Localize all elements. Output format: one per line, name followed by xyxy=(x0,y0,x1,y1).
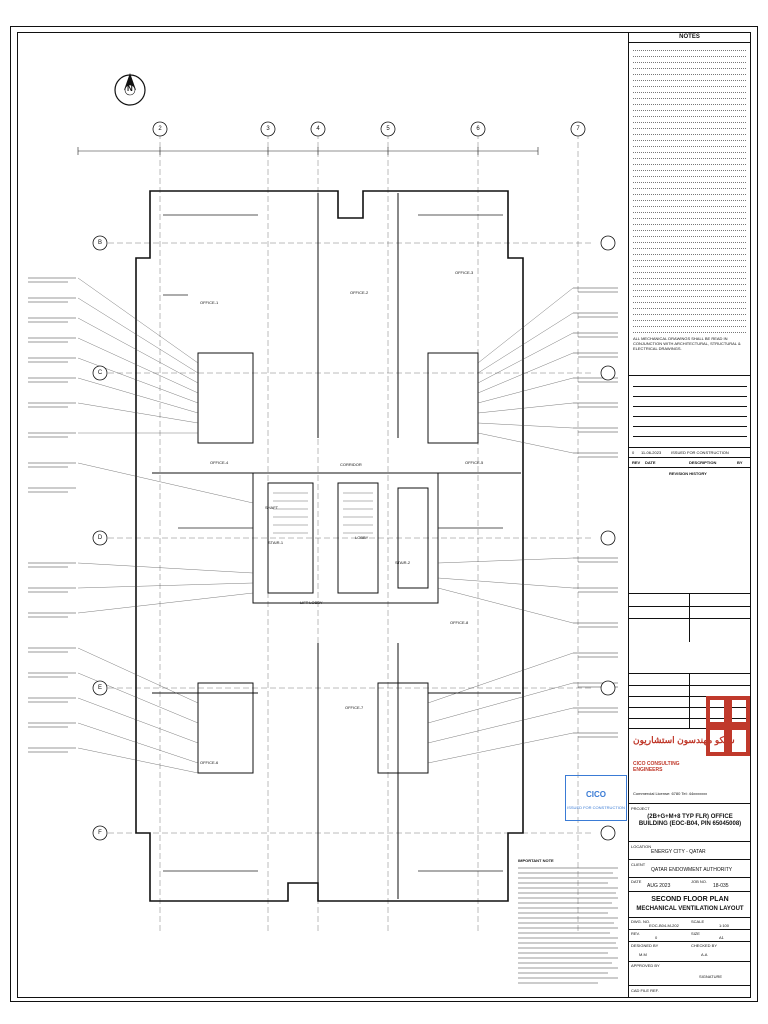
consultant-name: CICO CONSULTING ENGINEERS xyxy=(633,761,680,773)
room-label: OFFICE-7 xyxy=(345,705,364,710)
important-note-title: IMPORTANT NOTE xyxy=(518,858,554,863)
date-row: DATE AUG 2023 JOB NO. 18-035 xyxy=(629,877,751,891)
drawing-scale: 1:100 xyxy=(719,923,730,928)
gridline-label: 2 xyxy=(158,126,162,132)
consultant-logo-icon xyxy=(706,696,750,756)
gridline-label: 4 xyxy=(316,126,320,132)
consultant-name-arabic: سيكو مهندسون استشاريون xyxy=(633,735,735,745)
rev-size-row: REV. 0 SIZE A1 xyxy=(629,929,751,941)
gridline-label: E xyxy=(97,685,102,691)
revision-table xyxy=(629,375,751,447)
approved-by: SIGNATURE xyxy=(699,974,723,979)
room-label: SHAFT xyxy=(265,505,279,510)
drawing-rev: 0 xyxy=(655,935,658,940)
room-label: LOBBY xyxy=(355,535,369,540)
dwg-no-row: DWG. NO. EOC-B04-M-202 SCALE 1:100 xyxy=(629,917,751,929)
project-title: (2B+G+M+8 TYP FLR) OFFICE BUILDING (EOC-… xyxy=(638,814,742,827)
drawing-title-line2: MECHANICAL VENTILATION LAYOUT xyxy=(636,906,744,912)
title-block: NOTES ALL MECHANICAL DRAWINGS SHALL BE R… xyxy=(628,33,751,997)
revision-header: REV DATE DESCRIPTION BY xyxy=(629,457,751,467)
gridline-label: 7 xyxy=(576,126,580,132)
room-label: STAIR-2 xyxy=(395,560,411,565)
client-name: QATAR ENDOWMENT AUTHORITY xyxy=(651,867,733,873)
gridline-label: 6 xyxy=(476,126,480,132)
room-label: CORRIDOR xyxy=(340,462,362,467)
revision-history-row: REVISION HISTORY xyxy=(629,467,751,479)
north-arrow-icon xyxy=(114,73,146,106)
room-label: OFFICE-2 xyxy=(350,290,369,295)
north-label: N xyxy=(127,84,133,93)
room-label: OFFICE-5 xyxy=(465,460,484,465)
gridline-label: F xyxy=(98,830,102,836)
room-label: STAIR-1 xyxy=(268,540,284,545)
stamp-title: CICO xyxy=(586,790,606,799)
signature-block xyxy=(629,673,751,729)
project-date: AUG 2023 xyxy=(647,883,671,889)
cad-file-row: CAD FILE REF. xyxy=(629,985,751,997)
gridline-label: 3 xyxy=(266,126,270,132)
stamp-text: ISSUED FOR CONSTRUCTION xyxy=(567,805,625,810)
designed-by: M.M xyxy=(639,952,647,957)
gridline-label: B xyxy=(97,240,102,246)
drawing-frame xyxy=(17,32,751,998)
project-block: PROJECT (2B+G+M+8 TYP FLR) OFFICE BUILDI… xyxy=(629,803,751,841)
approved-row: APPROVED BY SIGNATURE xyxy=(629,961,751,985)
gridline-label: C xyxy=(97,370,103,376)
coordination-note: ALL MECHANICAL DRAWINGS SHALL BE READ IN… xyxy=(633,336,741,351)
consultant-block: سيكو مهندسون استشاريون CICO CONSULTING E… xyxy=(629,728,751,803)
project-location: ENERGY CITY - QATAR xyxy=(651,849,706,855)
gridline-label: D xyxy=(97,535,103,541)
gridline-label: 5 xyxy=(386,126,390,132)
location-row: LOCATION ENERGY CITY - QATAR xyxy=(629,841,751,859)
notes-list xyxy=(629,43,750,333)
dwg-number: EOC-B04-M-202 xyxy=(649,923,679,928)
designed-checked-row: DESIGNED BY M.M CHECKED BY A.A xyxy=(629,941,751,961)
drawing-size: A1 xyxy=(719,935,724,940)
room-label: OFFICE-4 xyxy=(210,460,229,465)
client-row: CLIENT QATAR ENDOWMENT AUTHORITY xyxy=(629,859,751,877)
room-label: OFFICE-1 xyxy=(200,300,219,305)
job-number: 18-035 xyxy=(713,883,729,889)
cico-logo-icon xyxy=(706,696,750,756)
approval-block xyxy=(629,593,751,642)
room-label: OFFICE-8 xyxy=(450,620,469,625)
room-label: OFFICE-6 xyxy=(200,760,219,765)
drawing-title-block: SECOND FLOOR PLAN MECHANICAL VENTILATION… xyxy=(629,891,751,917)
notes-title: NOTES xyxy=(629,33,750,43)
revision-row-1: 0 11-06-2023 ISSUED FOR CONSTRUCTION xyxy=(629,447,751,457)
drawing-title-line1: SECOND FLOOR PLAN xyxy=(651,896,729,903)
sheet-border xyxy=(10,26,758,1002)
checked-by: A.A xyxy=(701,952,708,957)
consultant-contact: Commercial License: 6780 Tel: 44xxxxxxx xyxy=(633,791,708,796)
room-label: LIFT LOBBY xyxy=(300,600,323,605)
construction-stamp: CICO ISSUED FOR CONSTRUCTION xyxy=(565,775,627,821)
floor-plan xyxy=(28,73,618,984)
room-label: OFFICE-3 xyxy=(455,270,474,275)
